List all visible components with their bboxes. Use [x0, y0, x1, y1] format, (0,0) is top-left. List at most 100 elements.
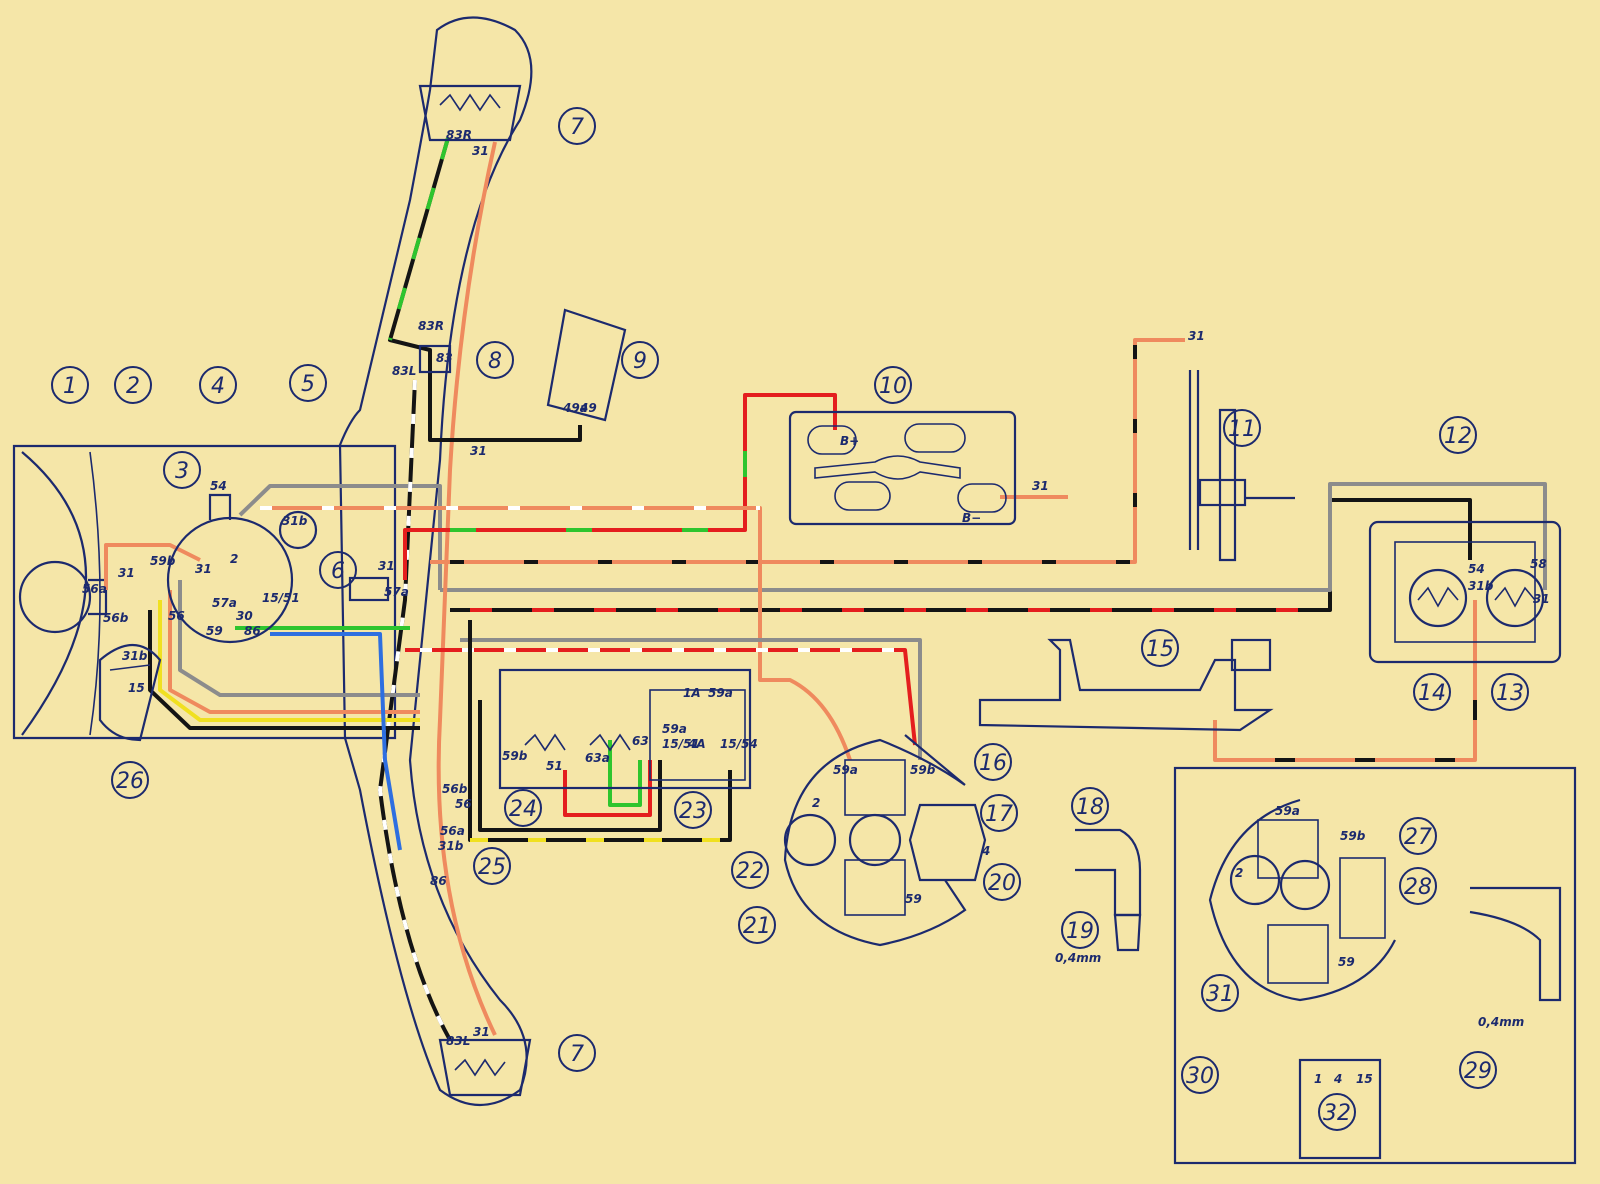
terminal-label: 59 [905, 892, 922, 906]
callout-number: 16 [979, 751, 1007, 776]
callout-circle [476, 341, 514, 379]
callout-circle [504, 789, 542, 827]
wire-grey-tail [440, 482, 1547, 592]
callout-number: 3 [175, 459, 189, 484]
callout-circle [621, 341, 659, 379]
terminal-label: 31b [438, 839, 464, 853]
terminal-label: 83L [392, 364, 416, 378]
callout-c6: 6 [319, 551, 357, 589]
callout-circle [674, 791, 712, 829]
callout-circle [738, 906, 776, 944]
terminal-label: 15/54 [720, 737, 758, 751]
callout-number: 6 [331, 559, 345, 584]
terminal-label: 83 [436, 351, 453, 365]
terminal-label: 57a [212, 596, 237, 610]
callout-circle [114, 366, 152, 404]
terminal-label: B+ [840, 434, 859, 448]
wire-orange-tail-lower [1213, 600, 1477, 762]
terminal-label: 15/51 [662, 737, 700, 751]
callout-c29: 29 [1459, 1051, 1497, 1089]
terminal-label: 4 [981, 844, 990, 858]
callout-number: 14 [1418, 681, 1446, 706]
terminal-label: 56 [455, 797, 472, 811]
callout-c28: 28 [1399, 867, 1437, 905]
callout-number: 26 [116, 769, 144, 794]
callout-c27: 27 [1399, 817, 1437, 855]
callout-circle [289, 364, 327, 402]
generator [783, 734, 987, 947]
terminal-label: 86 [430, 874, 447, 888]
headlamp-housing [12, 444, 397, 740]
callout-number: 20 [988, 871, 1016, 896]
wire-black-regulator-2 [478, 700, 662, 832]
wire-orange-handlebar-right [436, 141, 497, 1036]
callout-number: 1 [63, 374, 77, 399]
callout-number: 13 [1496, 681, 1524, 706]
callout-c15: 15 [1141, 629, 1179, 667]
wiring-harness [104, 137, 1547, 1041]
callout-number: 21 [743, 914, 771, 939]
wire-black-tail-main [450, 498, 1472, 612]
wire-black-dash-tail-lower [1215, 700, 1477, 762]
callout-circle [111, 761, 149, 799]
terminal-label: 59a [833, 763, 858, 777]
headlamp-assembly [418, 84, 522, 142]
callout-number: 19 [1066, 919, 1094, 944]
terminal-label: 31b [1468, 579, 1494, 593]
terminal-label: 31 [378, 559, 395, 573]
terminal-label: 31 [1188, 329, 1205, 343]
callout-number: 2 [126, 374, 140, 399]
callout-circle [1223, 409, 1261, 447]
terminal-label: 49 [579, 401, 597, 415]
callout-circle [558, 107, 596, 145]
callout-c5: 5 [289, 364, 327, 402]
terminal-label: 59b [910, 763, 936, 777]
fuel-tank-switch [978, 638, 1274, 732]
callout-c8: 8 [476, 341, 514, 379]
callout-circle [983, 863, 1021, 901]
callout-c14: 14 [1413, 673, 1451, 711]
callout-number: 9 [633, 349, 647, 374]
horn [546, 308, 627, 422]
wire-harness-bundle-orange [168, 590, 420, 714]
terminal-label: 56a [440, 824, 465, 838]
callout-c11: 11 [1223, 409, 1261, 447]
terminal-label: 31 [118, 566, 135, 580]
callout-number: 22 [736, 859, 764, 884]
callout-number: 24 [509, 797, 537, 822]
wire-green-regulator [608, 740, 642, 807]
terminal-label: 15 [1356, 1072, 1373, 1086]
terminal-label: 49a [562, 401, 588, 415]
callout-number: 23 [679, 799, 707, 824]
callout-circle [974, 743, 1012, 781]
callout-c22: 22 [731, 851, 769, 889]
callout-number: 7 [570, 1042, 584, 1067]
terminal-label: 59b [1340, 829, 1366, 843]
callout-c1: 1 [51, 366, 89, 404]
callout-circle [874, 366, 912, 404]
callout-c25: 25 [473, 847, 511, 885]
terminal-label: 2 [1235, 866, 1243, 880]
callout-c7b: 7 [558, 1034, 596, 1072]
wire-red-battery [403, 393, 837, 580]
wire-harness-bundle-yellow [158, 600, 420, 722]
callout-number: 17 [985, 802, 1013, 827]
callout-circle [1491, 673, 1529, 711]
terminal-label: 2 [812, 796, 820, 810]
wire-orange-ground [430, 338, 1185, 564]
terminal-label: B− [962, 511, 981, 525]
terminal-label: 58 [1530, 557, 1547, 571]
callout-circle [1201, 974, 1239, 1012]
callout-circle [51, 366, 89, 404]
terminal-label: 57a [384, 585, 409, 599]
wire-red-59b [405, 648, 917, 746]
callout-c10: 10 [874, 366, 912, 404]
callout-circle [1413, 673, 1451, 711]
terminal-label: 31 [195, 562, 212, 576]
callout-c3: 3 [163, 451, 201, 489]
callout-circle [1399, 867, 1437, 905]
callout-circle [1459, 1051, 1497, 1089]
callout-c23: 23 [674, 791, 712, 829]
